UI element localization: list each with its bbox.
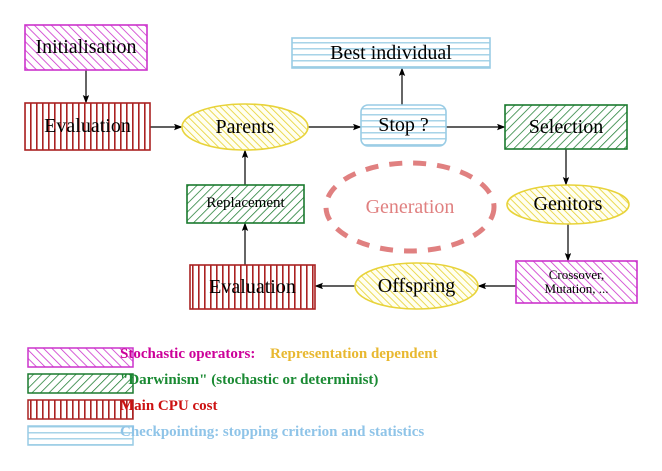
- node-shape-parents[interactable]: [181, 103, 309, 151]
- node-shape-initialisation[interactable]: [24, 24, 148, 71]
- nodes-group: [24, 24, 638, 310]
- node-shape-stop[interactable]: [360, 104, 447, 147]
- legend-extra-stochastic-operators: Representation dependent: [270, 346, 438, 362]
- legend-swatch-main-cpu-cost: [27, 399, 134, 420]
- legend-label-stochastic-operators: Stochastic operators:: [120, 346, 256, 362]
- legend-swatch-stochastic-operators: [27, 347, 134, 368]
- node-shape-offspring[interactable]: [354, 262, 479, 310]
- node-shape-best-individual[interactable]: [291, 37, 491, 69]
- node-shape-generation[interactable]: [323, 160, 497, 254]
- legend-swatch-darwinism: [27, 373, 134, 394]
- legend-label-darwinism: "Darwinism" (stochastic or determinist): [120, 372, 379, 388]
- node-shape-selection[interactable]: [504, 104, 628, 150]
- node-shape-evaluation-top[interactable]: [24, 102, 151, 151]
- node-shape-replacement[interactable]: [186, 184, 305, 224]
- node-shape-crossover-mutation[interactable]: [515, 260, 638, 304]
- legend-label-main-cpu-cost: Main CPU cost: [120, 398, 218, 414]
- node-shape-genitors[interactable]: [506, 184, 630, 225]
- legend-swatch-group: [27, 347, 134, 446]
- legend-label-checkpointing: Checkpointing: stopping criterion and st…: [120, 424, 425, 440]
- node-shape-evaluation-bottom[interactable]: [189, 264, 316, 310]
- legend-swatch-checkpointing: [27, 425, 134, 446]
- edges-group: [82, 67, 572, 290]
